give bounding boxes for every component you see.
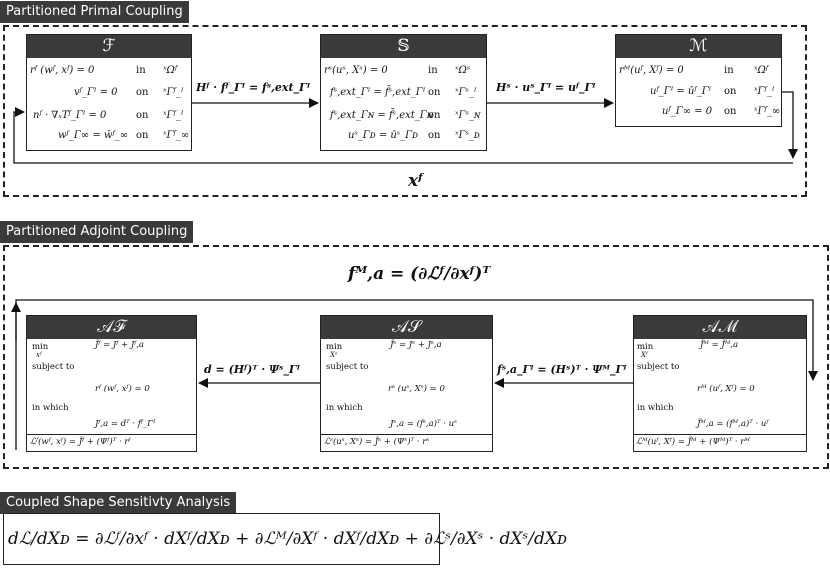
adjoint-top-arrow-label: fᴹ,a = (∂ℒᶠ/∂xᶠ)ᵀ <box>348 264 491 284</box>
fluid-dom-2: ˣΓᶠ_ᴵ <box>163 87 184 98</box>
am-subject: subject to <box>637 362 680 372</box>
arrow-label-fluid-to-structure: Hᶠ · fᶠ_Γᴵ = fˢ,ext_Γᴵ <box>196 81 311 94</box>
adjoint-fluid-box[interactable]: 𝒜ℱ <box>26 315 197 452</box>
structure-eq-4: uˢ_Γᴅ = ūˢ_Γᴅ <box>348 130 418 141</box>
structure-word-4: on <box>428 130 441 141</box>
as-min-var: Xˢ <box>330 351 338 359</box>
fluid-word-2: on <box>136 87 149 98</box>
fluid-dom-3: ˣΓᶠ_ᴵ <box>163 110 184 121</box>
fluid-word-1: in <box>136 65 146 76</box>
adjoint-structure-divider <box>321 434 492 435</box>
structure-dom-2: ˣΓˢ_ᴵ <box>455 87 477 98</box>
primal-section-tab: Partitioned Primal Coupling <box>0 1 189 23</box>
as-subject: subject to <box>326 362 369 372</box>
fluid-eq-4: wᶠ_Γ∞ = w̄ᶠ_∞ <box>58 130 129 141</box>
af-min-var: xᶠ <box>36 351 42 359</box>
af-definition: Jᶠ,a = dᵀ · fᶠ_Γᴵ <box>95 419 156 429</box>
primal-section-frame <box>3 25 807 197</box>
sensitivity-equation: dℒ/dXᴅ = ∂ℒᶠ/∂xᶠ · dXᶠ/dXᴅ + ∂ℒᴹ/∂Xᶠ · d… <box>3 513 567 565</box>
mesh-word-3: on <box>724 106 737 117</box>
fluid-dom-4: ˣΓᶠ_∞ <box>163 130 190 141</box>
mesh-dom-2: ˣΓᶠ_ᴵ <box>754 86 775 97</box>
structure-word-1: in <box>428 65 438 76</box>
fluid-word-4: on <box>136 130 149 141</box>
am-objective: J̃ᴹ = J̃ᴹ,a <box>700 340 739 350</box>
adjoint-section-tab: Partitioned Adjoint Coupling <box>0 221 194 243</box>
mesh-dom-3: ˣΓᶠ_∞ <box>754 106 781 117</box>
arrow-label-mesh-to-structure: fˢ,a_Γᴵ = (Hˢ)ᵀ · Ψᴹ_Γᴵ <box>497 363 627 376</box>
af-lagrangian: ℒᶠ(wᶠ, xᶠ) = J̃ᶠ + (Ψᶠ)ᵀ · rᶠ <box>30 437 131 447</box>
as-min: min <box>326 342 343 352</box>
mesh-word-2: on <box>724 86 737 97</box>
arrow-label-structure-to-mesh: Hˢ · uˢ_Γᴵ = uᶠ_Γᴵ <box>496 81 596 94</box>
structure-eq-2: fˢ,ext_Γᴵ = f̄ˢ,ext_Γᴵ <box>330 87 426 98</box>
mesh-word-1: in <box>724 65 734 76</box>
arrow-feedback-xf <box>13 107 793 164</box>
am-min: min <box>637 342 654 352</box>
adjoint-mesh-divider <box>634 434 806 435</box>
fluid-box-title: ℱ <box>27 35 191 58</box>
af-objective: J̃ᶠ = Jᶠ + Jᶠ,a <box>95 340 144 350</box>
am-min-var: Xᶠ <box>641 351 648 359</box>
fluid-dom-1: ˣΩᶠ <box>163 65 178 76</box>
mesh-dom-1: ˣΩᶠ <box>754 65 769 76</box>
as-lagrangian: ℒˢ(uˢ, Xˢ) = J̃ˢ + (Ψˢ)ᵀ · rˢ <box>324 437 430 447</box>
mesh-box[interactable]: ℳ <box>615 34 782 127</box>
arrow-mesh-down <box>782 91 798 159</box>
as-definition: Jˢ,a = (fˢ,a)ᵀ · uˢ <box>390 419 457 429</box>
am-lagrangian: ℒᴹ(uᶠ, Xᶠ) = J̃ᴹ + (Ψᴹ)ᵀ · rᴹ <box>636 437 750 447</box>
sensitivity-section-tab: Coupled Shape Sensitivty Analysis <box>0 492 237 514</box>
af-subject: subject to <box>32 362 75 372</box>
as-objective: J̃ˢ = Jˢ + Jˢ,a <box>390 340 442 350</box>
adjoint-fluid-title: 𝒜ℱ <box>27 316 196 339</box>
adjoint-mesh-box[interactable]: 𝒜ℳ <box>633 315 807 452</box>
as-constraint: rˢ (uˢ, Xˢ) = 0 <box>388 384 445 394</box>
feedback-label-xf: xᶠ <box>408 171 423 191</box>
structure-dom-4: ˣΓˢ_ᴅ <box>455 130 480 141</box>
am-inwhich: in which <box>637 403 674 413</box>
structure-word-3: on <box>428 110 441 121</box>
mesh-eq-1: rᴹ(uᶠ, Xᶠ) = 0 <box>619 65 684 76</box>
af-constraint: rᶠ (wᶠ, xᶠ) = 0 <box>95 384 150 394</box>
adjoint-section-frame <box>3 245 829 469</box>
mesh-eq-3: uᶠ_Γ∞ = 0 <box>662 106 713 117</box>
adjoint-structure-box[interactable]: 𝒜𝒮 <box>320 315 493 452</box>
structure-box-title: 𝕊 <box>321 35 486 58</box>
fluid-eq-2: vᶠ_Γᴵ = 0 <box>74 87 118 98</box>
mesh-box-title: ℳ <box>616 35 781 58</box>
af-min: min <box>32 342 49 352</box>
af-inwhich: in which <box>32 403 69 413</box>
am-definition: J̃ᴹ,a = (fᴹ,a)ᵀ · uᶠ <box>697 419 769 429</box>
structure-box[interactable]: 𝕊 <box>320 34 487 151</box>
adjoint-fluid-divider <box>27 434 196 435</box>
structure-dom-3: ˣΓˢ_ɴ <box>455 110 481 121</box>
fluid-box[interactable]: ℱ <box>26 34 192 151</box>
structure-dom-1: ˣΩˢ <box>455 65 471 76</box>
adjoint-mesh-title: 𝒜ℳ <box>634 316 806 339</box>
mesh-eq-2: uᶠ_Γᴵ = ūᶠ_Γᴵ <box>650 86 712 97</box>
arrow-label-structure-to-fluid: d = (Hᶠ)ᵀ · Ψˢ_Γᴵ <box>204 363 300 376</box>
arrow-adjoint-top <box>15 299 818 450</box>
fluid-word-3: on <box>136 110 149 121</box>
structure-eq-3: fˢ,ext_Γɴ = f̄ˢ,ext_Γɴ <box>330 110 434 121</box>
structure-word-2: on <box>428 87 441 98</box>
fluid-eq-3: nᶠ · ∇ₓTᶠ_Γᴵ = 0 <box>33 110 107 121</box>
as-inwhich: in which <box>326 403 363 413</box>
am-constraint: rᴹ (uᶠ, Xᶠ) = 0 <box>697 384 755 394</box>
fluid-eq-1: rᶠ (wᶠ, xᶠ) = 0 <box>30 65 95 76</box>
adjoint-structure-title: 𝒜𝒮 <box>321 316 492 339</box>
structure-eq-1: rˢ(uˢ, Xˢ) = 0 <box>324 65 388 76</box>
